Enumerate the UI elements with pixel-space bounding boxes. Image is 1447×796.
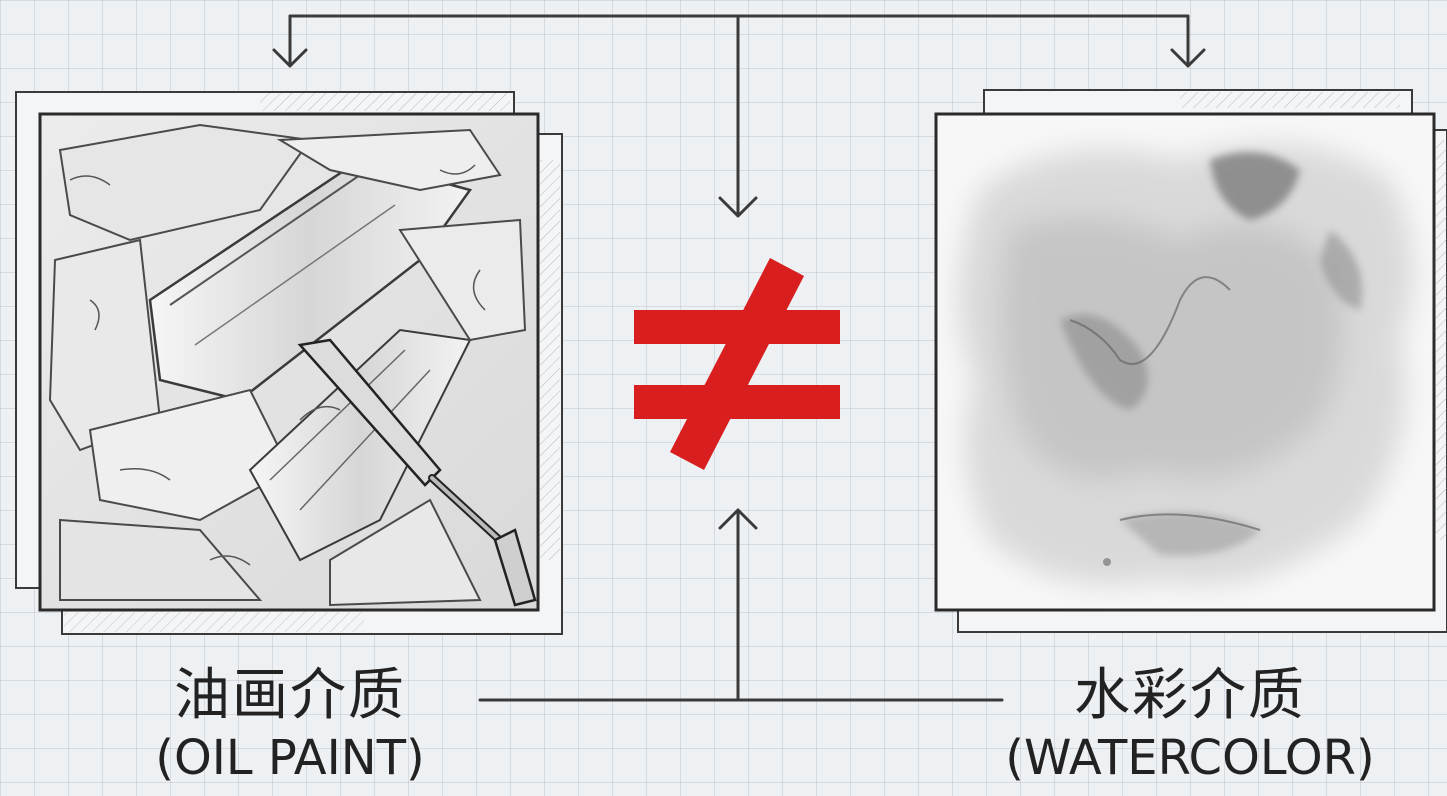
oil-paint-label-en: (OIL PAINT)	[155, 730, 425, 786]
arrow-down-to-symbol	[718, 14, 758, 218]
not-equal-symbol	[634, 258, 840, 470]
arrow-up-to-symbol	[718, 508, 758, 702]
arrow-to-oil	[272, 14, 308, 68]
watercolor-label-zh: 水彩介质	[1074, 663, 1306, 728]
arrow-to-watercolor	[1170, 14, 1206, 68]
connector-arrows	[272, 14, 1206, 702]
watercolor-label-en: (WATERCOLOR)	[1005, 730, 1375, 786]
watercolor-label: 水彩介质 (WATERCOLOR)	[985, 663, 1395, 786]
oil-paint-panel	[15, 91, 563, 635]
oil-paint-label: 油画介质 (OIL PAINT)	[90, 663, 490, 786]
oil-paint-label-zh: 油画介质	[174, 663, 406, 728]
oil-paint-illustration	[38, 112, 540, 612]
watercolor-panel	[934, 89, 1447, 633]
watercolor-illustration	[934, 112, 1436, 612]
